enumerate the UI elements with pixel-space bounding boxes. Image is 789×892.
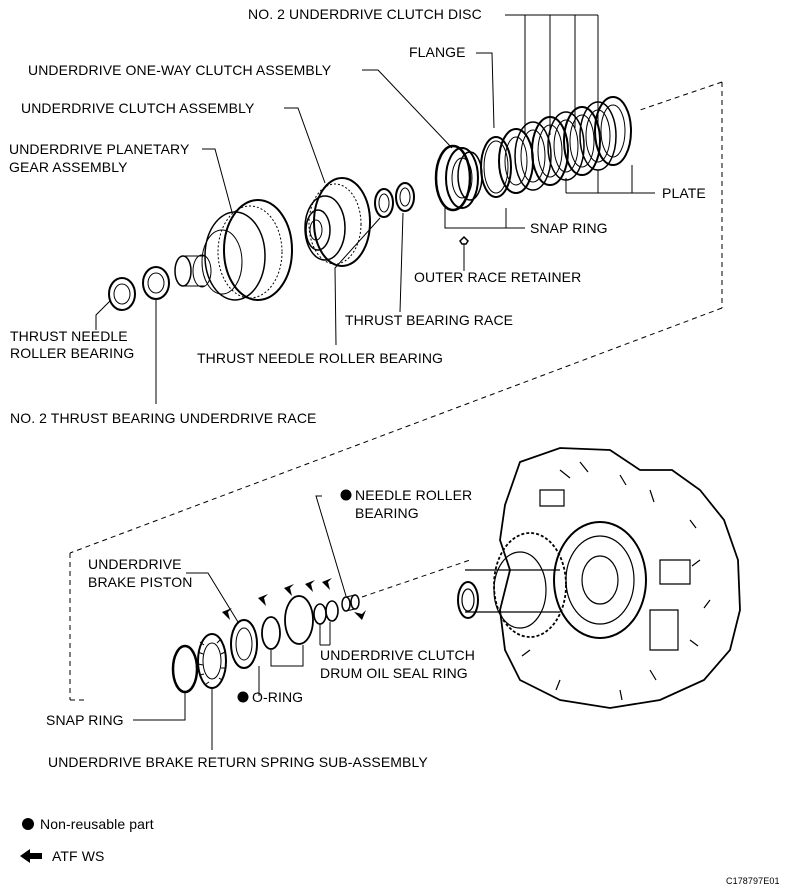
- label-thrust-needle-roller-center: THRUST NEEDLE ROLLER BEARING: [197, 350, 444, 366]
- non-reusable-dots: [237, 489, 352, 703]
- label-flange: FLANGE: [409, 44, 466, 60]
- left-arrow-icon: [20, 849, 42, 863]
- atf-arrows: [222, 578, 366, 620]
- label-needle-roller-bearing-line1: NEEDLE ROLLER: [355, 487, 473, 503]
- transmission-case-shape: [457, 447, 741, 709]
- snap-ring-upper-shape: [434, 144, 472, 212]
- leader-lines-top: [95, 14, 655, 404]
- legend-non-reusable: Non-reusable part: [40, 816, 154, 832]
- underdrive-clutch-shape: [304, 177, 371, 267]
- label-underdrive-one-way-clutch-assembly: UNDERDRIVE ONE-WAY CLUTCH ASSEMBLY: [28, 62, 332, 78]
- no2-race-shape: [142, 266, 170, 300]
- label-needle-roller-bearing-line2: BEARING: [355, 505, 419, 521]
- label-thrust-bearing-race: THRUST BEARING RACE: [345, 312, 514, 328]
- leader-lines-lower: [133, 495, 347, 750]
- label-underdrive-planetary-line1: UNDERDRIVE PLANETARY: [9, 141, 190, 157]
- label-o-ring: O-RING: [252, 689, 304, 705]
- label-no2-underdrive-clutch-disc: NO. 2 UNDERDRIVE CLUTCH DISC: [248, 6, 482, 22]
- label-snap-ring-upper: SNAP RING: [530, 220, 608, 236]
- clutch-disc-stack: [480, 96, 632, 198]
- label-oil-seal-ring-line1: UNDERDRIVE CLUTCH: [320, 647, 475, 663]
- label-underdrive-brake-return-spring: UNDERDRIVE BRAKE RETURN SPRING SUB-ASSEM…: [48, 754, 428, 770]
- label-thrust-needle-roller-left-line2: ROLLER BEARING: [10, 345, 135, 361]
- label-oil-seal-ring-line2: DRUM OIL SEAL RING: [320, 665, 468, 681]
- installation-guide-box: [69, 81, 723, 701]
- label-underdrive-brake-piston-line1: UNDERDRIVE: [88, 556, 182, 572]
- figure-code: C178797E01: [726, 876, 780, 886]
- label-snap-ring-lower: SNAP RING: [46, 712, 124, 728]
- thrust-needle-bearing-center-shape: [374, 188, 394, 218]
- label-outer-race-retainer: OUTER RACE RETAINER: [414, 269, 582, 285]
- thrust-needle-bearing-left-shape: [108, 277, 136, 311]
- legend-atf: ATF WS: [52, 848, 105, 864]
- outer-race-retainer-shape: [459, 235, 469, 245]
- label-no2-thrust-bearing-underdrive-race: NO. 2 THRUST BEARING UNDERDRIVE RACE: [10, 410, 317, 426]
- planetary-gear-shape: [174, 199, 293, 301]
- label-underdrive-brake-piston-line2: BRAKE PISTON: [88, 574, 193, 590]
- one-way-clutch-shape: [445, 147, 483, 209]
- label-plate: PLATE: [662, 185, 706, 201]
- label-underdrive-clutch-assembly: UNDERDRIVE CLUTCH ASSEMBLY: [21, 100, 255, 116]
- label-thrust-needle-roller-left-line1: THRUST NEEDLE: [10, 328, 128, 344]
- thrust-bearing-race-shape: [395, 182, 415, 212]
- filled-circle-icon: [22, 818, 34, 830]
- label-underdrive-planetary-line2: GEAR ASSEMBLY: [9, 159, 128, 175]
